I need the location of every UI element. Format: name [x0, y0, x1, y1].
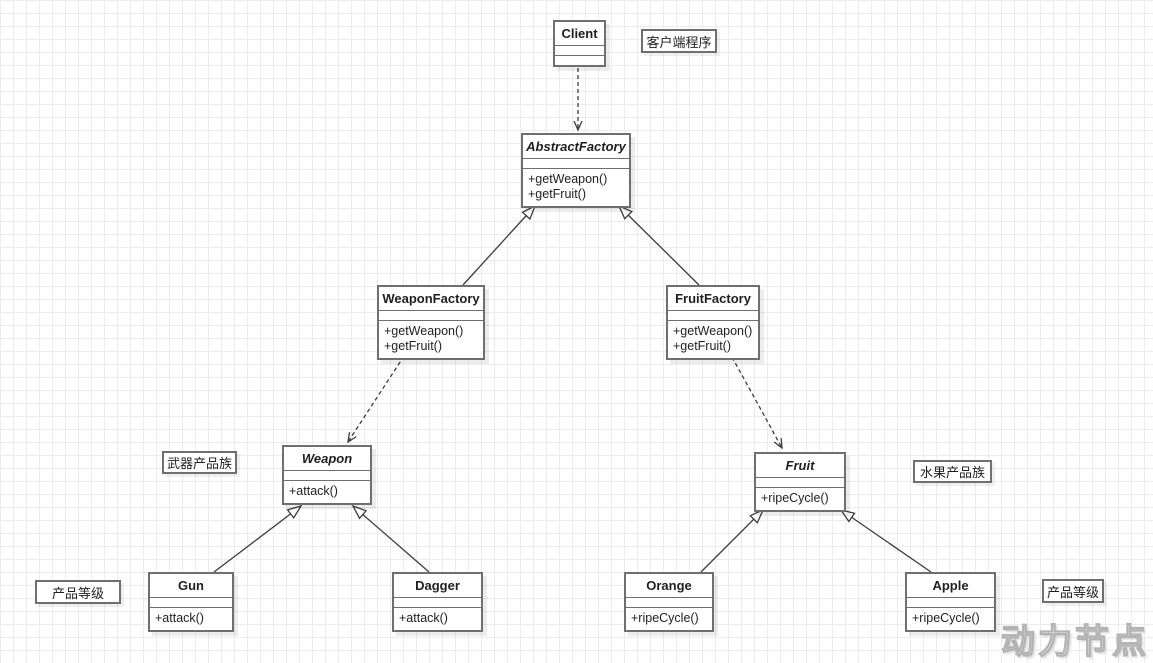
class-title: WeaponFactory	[382, 291, 480, 306]
class-title: Weapon	[301, 451, 353, 466]
methods-compartment-empty	[555, 55, 604, 65]
attributes-compartment-empty	[379, 310, 483, 320]
methods-compartment: +ripeCycle()	[907, 607, 994, 630]
attributes-compartment-empty	[907, 597, 994, 607]
method: +getFruit()	[384, 339, 443, 353]
class-client: Client	[553, 20, 606, 67]
attributes-compartment-empty	[523, 158, 629, 168]
class-weapon-factory: WeaponFactory +getWeapon() +getFruit()	[377, 285, 485, 360]
methods-compartment: +attack()	[394, 607, 481, 630]
class-gun: Gun +attack()	[148, 572, 234, 632]
attributes-compartment-empty	[284, 470, 370, 480]
class-title: Apple	[932, 578, 969, 593]
method: +attack()	[399, 611, 448, 625]
edge-weapon_factory-to-weapon	[347, 355, 405, 444]
attributes-compartment-empty	[756, 477, 844, 487]
attributes-compartment-empty	[626, 597, 712, 607]
class-title: AbstractFactory	[526, 139, 626, 154]
class-title: Gun	[178, 578, 204, 593]
methods-compartment: +getWeapon() +getFruit()	[379, 320, 483, 358]
edge-orange-to-fruit	[700, 508, 765, 573]
attributes-compartment-empty	[555, 45, 604, 55]
method: +getWeapon()	[673, 324, 753, 338]
class-fruit-factory: FruitFactory +getWeapon() +getFruit()	[666, 285, 760, 360]
class-title: Orange	[646, 578, 692, 593]
attributes-compartment-empty	[150, 597, 232, 607]
class-orange: Orange +ripeCycle()	[624, 572, 714, 632]
methods-compartment: +getWeapon() +getFruit()	[523, 168, 629, 206]
method: +ripeCycle()	[761, 491, 829, 505]
class-title: FruitFactory	[675, 291, 751, 306]
edge-fruit_factory-to-abstract_factory	[617, 204, 700, 286]
method: +ripeCycle()	[631, 611, 699, 625]
methods-compartment: +ripeCycle()	[756, 487, 844, 510]
method: +attack()	[289, 484, 338, 498]
edge-fruit_factory-to-fruit	[731, 356, 783, 450]
class-dagger: Dagger +attack()	[392, 572, 483, 632]
class-title: Dagger	[415, 578, 460, 593]
method: +getWeapon()	[528, 172, 608, 186]
class-weapon: Weapon +attack()	[282, 445, 372, 505]
class-title: Client	[561, 26, 598, 41]
note-product-level-right: 产品等级	[1042, 579, 1104, 603]
method: +attack()	[155, 611, 204, 625]
note-weapon-family: 武器产品族	[162, 451, 237, 474]
class-abstract-factory: AbstractFactory +getWeapon() +getFruit()	[521, 133, 631, 208]
edge-apple-to-fruit	[839, 508, 932, 573]
method: +getFruit()	[528, 187, 587, 201]
method: +getFruit()	[673, 339, 732, 353]
edge-gun-to-weapon	[213, 504, 303, 573]
methods-compartment: +attack()	[284, 480, 370, 503]
edge-weapon_factory-to-abstract_factory	[462, 204, 537, 286]
method: +getWeapon()	[384, 324, 464, 338]
note-product-level-left: 产品等级	[35, 580, 121, 604]
method: +ripeCycle()	[912, 611, 980, 625]
class-title: Fruit	[785, 458, 815, 473]
class-fruit: Fruit +ripeCycle()	[754, 452, 846, 512]
note-fruit-family: 水果产品族	[913, 460, 992, 483]
methods-compartment: +getWeapon() +getFruit()	[668, 320, 758, 358]
class-apple: Apple +ripeCycle()	[905, 572, 996, 632]
methods-compartment: +attack()	[150, 607, 232, 630]
attributes-compartment-empty	[394, 597, 481, 607]
attributes-compartment-empty	[668, 310, 758, 320]
note-client-program: 客户端程序	[641, 29, 717, 53]
methods-compartment: +ripeCycle()	[626, 607, 712, 630]
watermark-logo: 动力节点	[1000, 622, 1149, 661]
edge-dagger-to-weapon	[351, 504, 430, 573]
